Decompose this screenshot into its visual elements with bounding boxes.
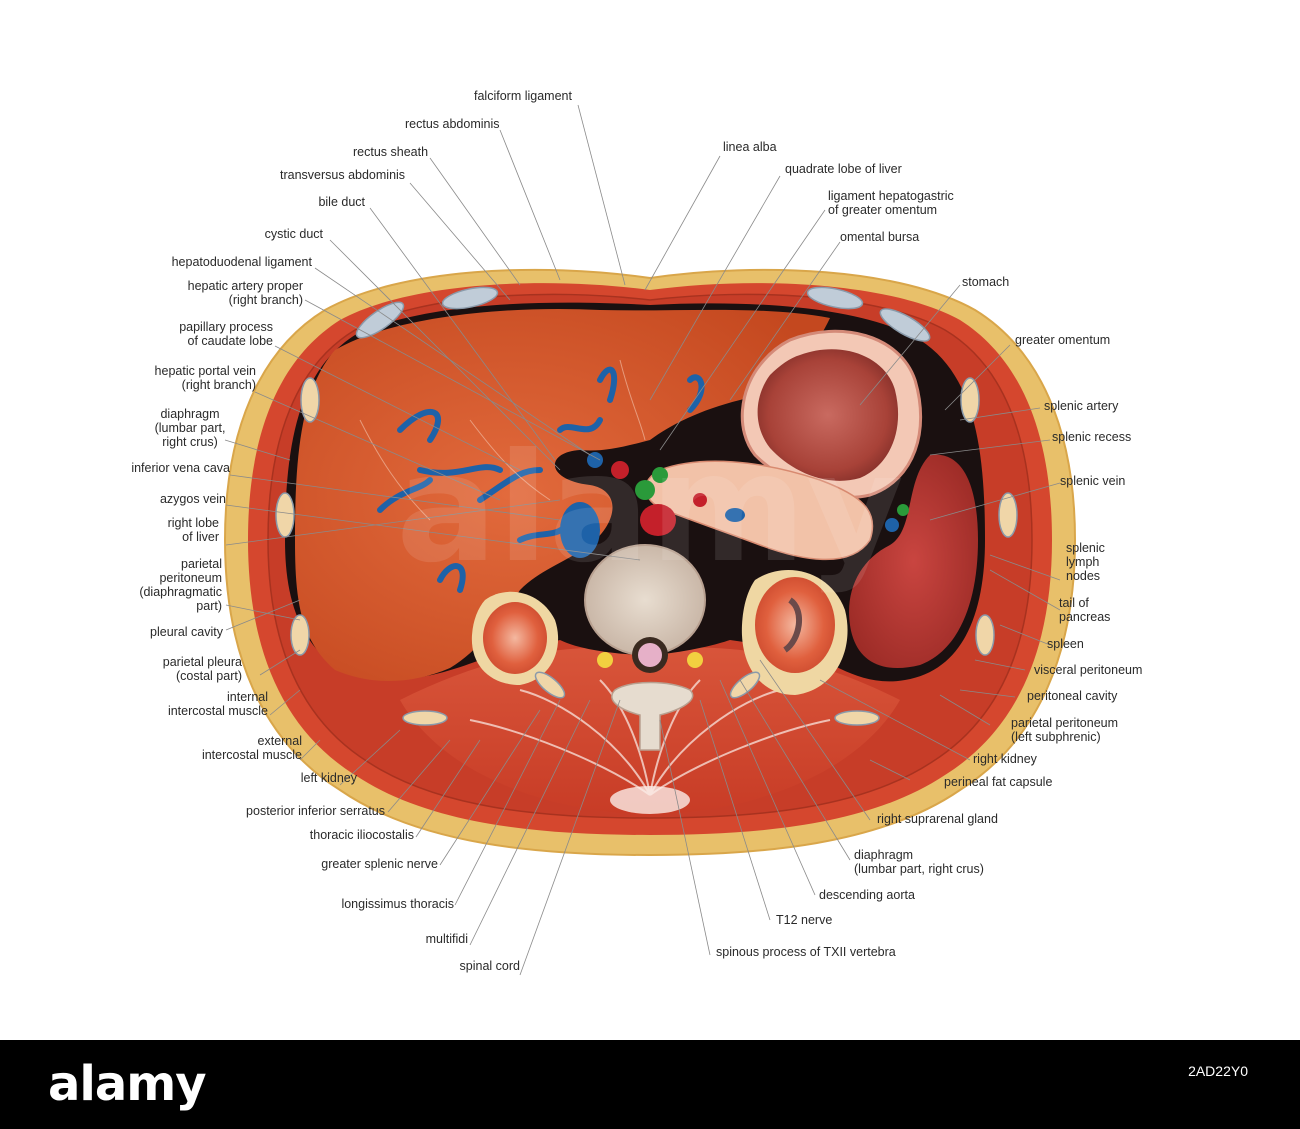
great-vessels: [560, 452, 909, 558]
label-splenic-artery: splenic artery: [1044, 399, 1119, 413]
leader-lines: [224, 104, 1061, 976]
label-hepatoduodenal-ligament: hepatoduodenal ligament: [171, 255, 312, 269]
label-thoracic-iliocostalis: thoracic iliocostalis: [309, 828, 414, 842]
label-posterior-inferior-serratus: posterior inferior serratus: [246, 804, 385, 818]
label-greater-splenic-nerve: greater splenic nerve: [321, 857, 438, 871]
label-parietal-pleura: parietal pleura(costal part): [162, 655, 242, 683]
footer-bar: alamy 2AD22Y0: [0, 1040, 1300, 1129]
label-hepatic-portal-vein: hepatic portal vein(right branch): [154, 364, 256, 392]
label-splenic-vein: splenic vein: [1060, 474, 1126, 488]
label-diaphragm-lumbar-right-crus: diaphragm(lumbar part, right crus): [854, 848, 984, 876]
label-t12-nerve: T12 nerve: [776, 913, 833, 927]
label-longissimus-thoracis: longissimus thoracis: [341, 897, 454, 911]
kidneys: [471, 570, 848, 695]
stomach: [740, 329, 923, 499]
vertebra: [584, 544, 706, 751]
label-cystic-duct: cystic duct: [264, 227, 323, 241]
label-right-suprarenal-gland: right suprarenal gland: [877, 812, 998, 826]
label-visceral-peritoneum: visceral peritoneum: [1034, 663, 1143, 677]
label-diaphragm-lumbar-right: diaphragm(lumbar part,right crus): [154, 407, 226, 449]
cross-section-figure: [223, 104, 1077, 976]
label-descending-aorta: descending aorta: [819, 888, 915, 902]
label-layer: falciform ligament rectus abdominis rect…: [131, 89, 1143, 973]
label-linea-alba: linea alba: [723, 140, 777, 154]
label-rectus-abdominis: rectus abdominis: [405, 117, 500, 131]
label-left-kidney: left kidney: [300, 771, 357, 785]
label-parietal-peritoneum-subphrenic: parietal peritoneum(left subphrenic): [1011, 716, 1119, 744]
label-rectus-sheath: rectus sheath: [353, 145, 429, 159]
spleen: [849, 454, 978, 669]
label-inferior-vena-cava: inferior vena cava: [131, 461, 230, 475]
label-hepatic-artery-proper: hepatic artery proper(right branch): [187, 279, 303, 307]
brand-logo[interactable]: alamy: [48, 1056, 207, 1112]
image-id: 2AD22Y0: [1188, 1063, 1248, 1079]
label-transversus-abdominis: transversus abdominis: [280, 168, 406, 182]
label-peritoneal-cavity: peritoneal cavity: [1027, 689, 1118, 703]
label-perineal-fat-capsule: perineal fat capsule: [944, 775, 1053, 789]
label-spinous-process: spinous process of TXII vertebra: [716, 945, 896, 959]
label-omental-bursa: omental bursa: [840, 230, 920, 244]
label-right-kidney: right kidney: [973, 752, 1037, 766]
label-spleen: spleen: [1047, 637, 1084, 651]
label-pleural-cavity: pleural cavity: [150, 625, 223, 639]
ribs: [275, 286, 1018, 726]
label-quadrate-lobe: quadrate lobe of liver: [785, 162, 902, 176]
label-bile-duct: bile duct: [318, 195, 365, 209]
label-splenic-recess: splenic recess: [1052, 430, 1132, 444]
label-multifidi: multifidi: [425, 932, 468, 946]
liver: [295, 308, 830, 682]
label-spinal-cord: spinal cord: [459, 959, 520, 973]
label-greater-omentum: greater omentum: [1015, 333, 1111, 347]
label-falciform-ligament: falciform ligament: [474, 89, 572, 103]
label-stomach: stomach: [962, 275, 1010, 289]
label-azygos-vein: azygos vein: [159, 492, 226, 506]
